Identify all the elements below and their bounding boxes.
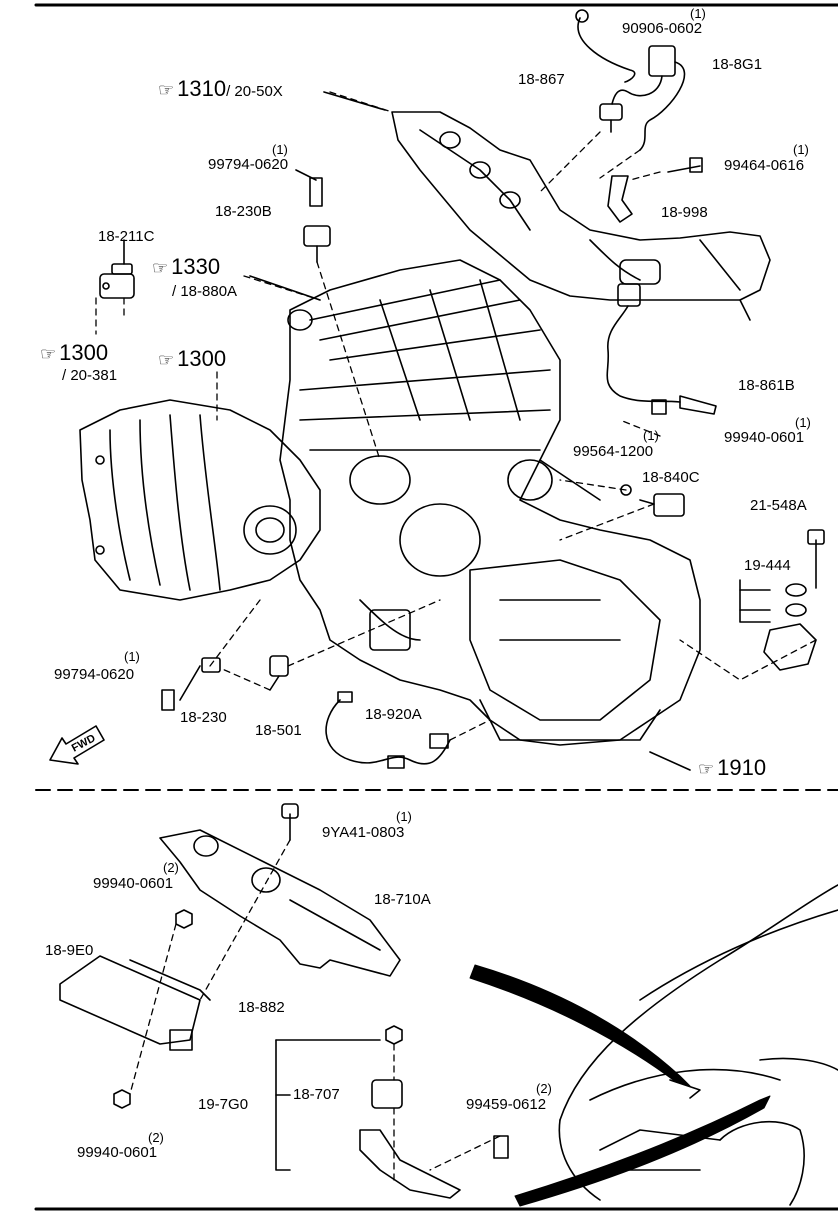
- qty-90906: (1): [690, 6, 706, 21]
- vehicle-illustration: [558, 884, 838, 1206]
- label-18-230: 18-230: [180, 709, 227, 726]
- qty-99940-upper: (1): [795, 415, 811, 430]
- label-18-8g1: 18-8G1: [712, 56, 763, 73]
- o2-sensor-upper: [575, 9, 686, 151]
- qty-99564: (1): [643, 428, 659, 443]
- bolt-99464: [667, 165, 701, 173]
- module-18-9e0: [59, 955, 211, 1051]
- ref-1330[interactable]: ☞1330: [152, 254, 221, 279]
- harness-18-920a: [325, 691, 451, 769]
- label-18-882: 18-882: [238, 999, 285, 1016]
- pointing-hand-icon: ☞: [152, 258, 169, 278]
- pointer-arrows: [469, 964, 771, 1207]
- switch-19-444: [739, 529, 825, 671]
- sensor-18-230b: [295, 169, 331, 263]
- sensor-18-211c: [99, 239, 135, 299]
- bracket-18-998: [607, 175, 633, 223]
- qty-99464: (1): [793, 142, 809, 157]
- qty-99940-lower: (2): [148, 1130, 164, 1145]
- qty-9ya41: (1): [396, 809, 412, 824]
- label-99794-0620-lower: 99794-0620: [54, 666, 135, 683]
- pointing-hand-icon: ☞: [40, 344, 57, 364]
- label-99564-1200: 99564-1200: [573, 443, 654, 460]
- qty-99940-mid: (2): [163, 860, 179, 875]
- label-99940-0601-mid: 99940-0601: [93, 875, 174, 892]
- qty-99794-upper: (1): [272, 142, 288, 157]
- ref-1910[interactable]: ☞1910: [698, 755, 767, 780]
- label-18-840c: 18-840C: [642, 469, 700, 486]
- label-18-861b: 18-861B: [738, 377, 795, 394]
- ref-1300-a[interactable]: ☞1300: [40, 340, 109, 365]
- label-18-707: 18-707: [293, 1086, 340, 1103]
- label-18-998: 18-998: [661, 204, 708, 221]
- label-18-710a: 18-710A: [374, 891, 431, 908]
- qty-99459: (2): [536, 1081, 552, 1096]
- label-19-444: 19-444: [744, 557, 791, 574]
- pointing-hand-icon: ☞: [698, 759, 715, 779]
- ref-1300-a-sub: / 20-381: [62, 367, 118, 384]
- label-19-7g0: 19-7G0: [198, 1096, 249, 1113]
- qty-99794-lower: (1): [124, 649, 140, 664]
- ref-1300-b[interactable]: ☞1300: [158, 346, 227, 371]
- label-18-920a: 18-920A: [365, 706, 422, 723]
- label-99940-0601-upper: 99940-0601: [724, 429, 805, 446]
- label-18-9e0: 18-9E0: [45, 942, 94, 959]
- label-99940-0601-lower: 99940-0601: [77, 1144, 158, 1161]
- exhaust-manifold: [391, 111, 771, 321]
- pointing-hand-icon: ☞: [158, 80, 175, 100]
- sensor-18-501: [269, 655, 289, 691]
- ref-leader-lines: [249, 91, 691, 771]
- sensor-18-840c: [620, 484, 685, 517]
- intake-manifold: [79, 399, 321, 601]
- pointing-hand-icon: ☞: [158, 350, 175, 370]
- label-90906-0602: 90906-0602: [622, 20, 703, 37]
- label-9ya41-0803: 9YA41-0803: [322, 824, 405, 841]
- label-18-230b: 18-230B: [215, 203, 272, 220]
- label-18-867: 18-867: [518, 71, 565, 88]
- o2-sensor-lower: [606, 283, 717, 415]
- engine-assembly: [279, 259, 701, 746]
- label-99459-0612: 99459-0612: [466, 1096, 547, 1113]
- nut-99940-upper: [175, 909, 193, 929]
- sensor-18-707: [275, 1025, 509, 1199]
- sensor-18-230: [161, 657, 221, 711]
- label-99464-0616: 99464-0616: [724, 157, 805, 174]
- heat-shield-18-710a: [159, 803, 401, 977]
- label-21-548a: 21-548A: [750, 497, 807, 514]
- nut-99940-lower: [113, 1089, 131, 1109]
- label-18-501: 18-501: [255, 722, 302, 739]
- ref-1310[interactable]: ☞1310/ 20-50X: [158, 76, 283, 101]
- ref-1330-sub: / 18-880A: [172, 283, 238, 300]
- label-18-211c: 18-211C: [98, 228, 155, 245]
- label-99794-0620-upper: 99794-0620: [208, 156, 289, 173]
- fwd-arrow: [49, 725, 105, 765]
